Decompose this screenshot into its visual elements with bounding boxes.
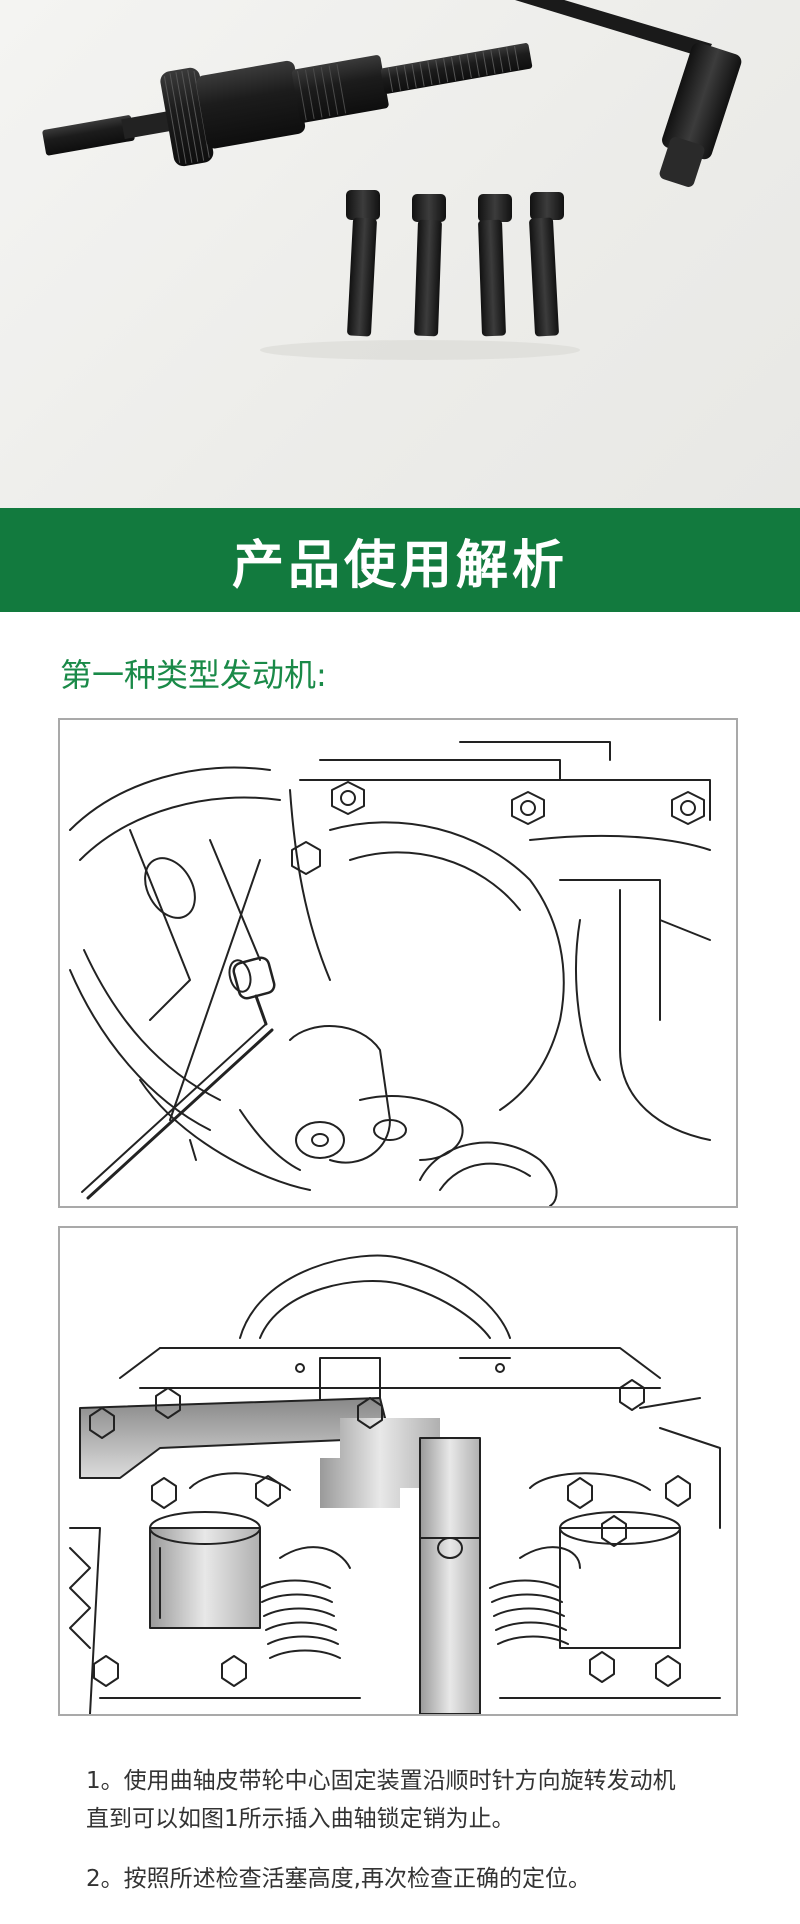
figure-1: [58, 718, 738, 1208]
section-banner: 产品使用解析: [0, 508, 800, 612]
step-2-line-1: 2。按照所述检查活塞高度,再次检查正确的定位。: [86, 1866, 591, 1892]
figure-2: [58, 1226, 738, 1716]
engine-crankshaft-pin-illustration-icon: [69, 741, 711, 1206]
product-photo: [0, 0, 800, 508]
step-1-line-2: 直到可以如图1所示插入曲轴锁定销为止。: [86, 1806, 515, 1832]
banner-title: 产品使用解析: [231, 535, 568, 596]
step-2: 2。按照所述检查活塞高度,再次检查正确的定位。: [86, 1860, 766, 1898]
engine-camshaft-lock-illustration-icon: [69, 1254, 721, 1714]
tool-kit-photo-icon: [42, 0, 742, 360]
step-1-line-1: 1。使用曲轴皮带轮中心固定装置沿顺时针方向旋转发动机: [86, 1768, 676, 1794]
step-1: 1。使用曲轴皮带轮中心固定装置沿顺时针方向旋转发动机 直到可以如图1所示插入曲轴…: [86, 1762, 766, 1838]
engine-type-title: 第一种类型发动机:: [60, 656, 327, 694]
